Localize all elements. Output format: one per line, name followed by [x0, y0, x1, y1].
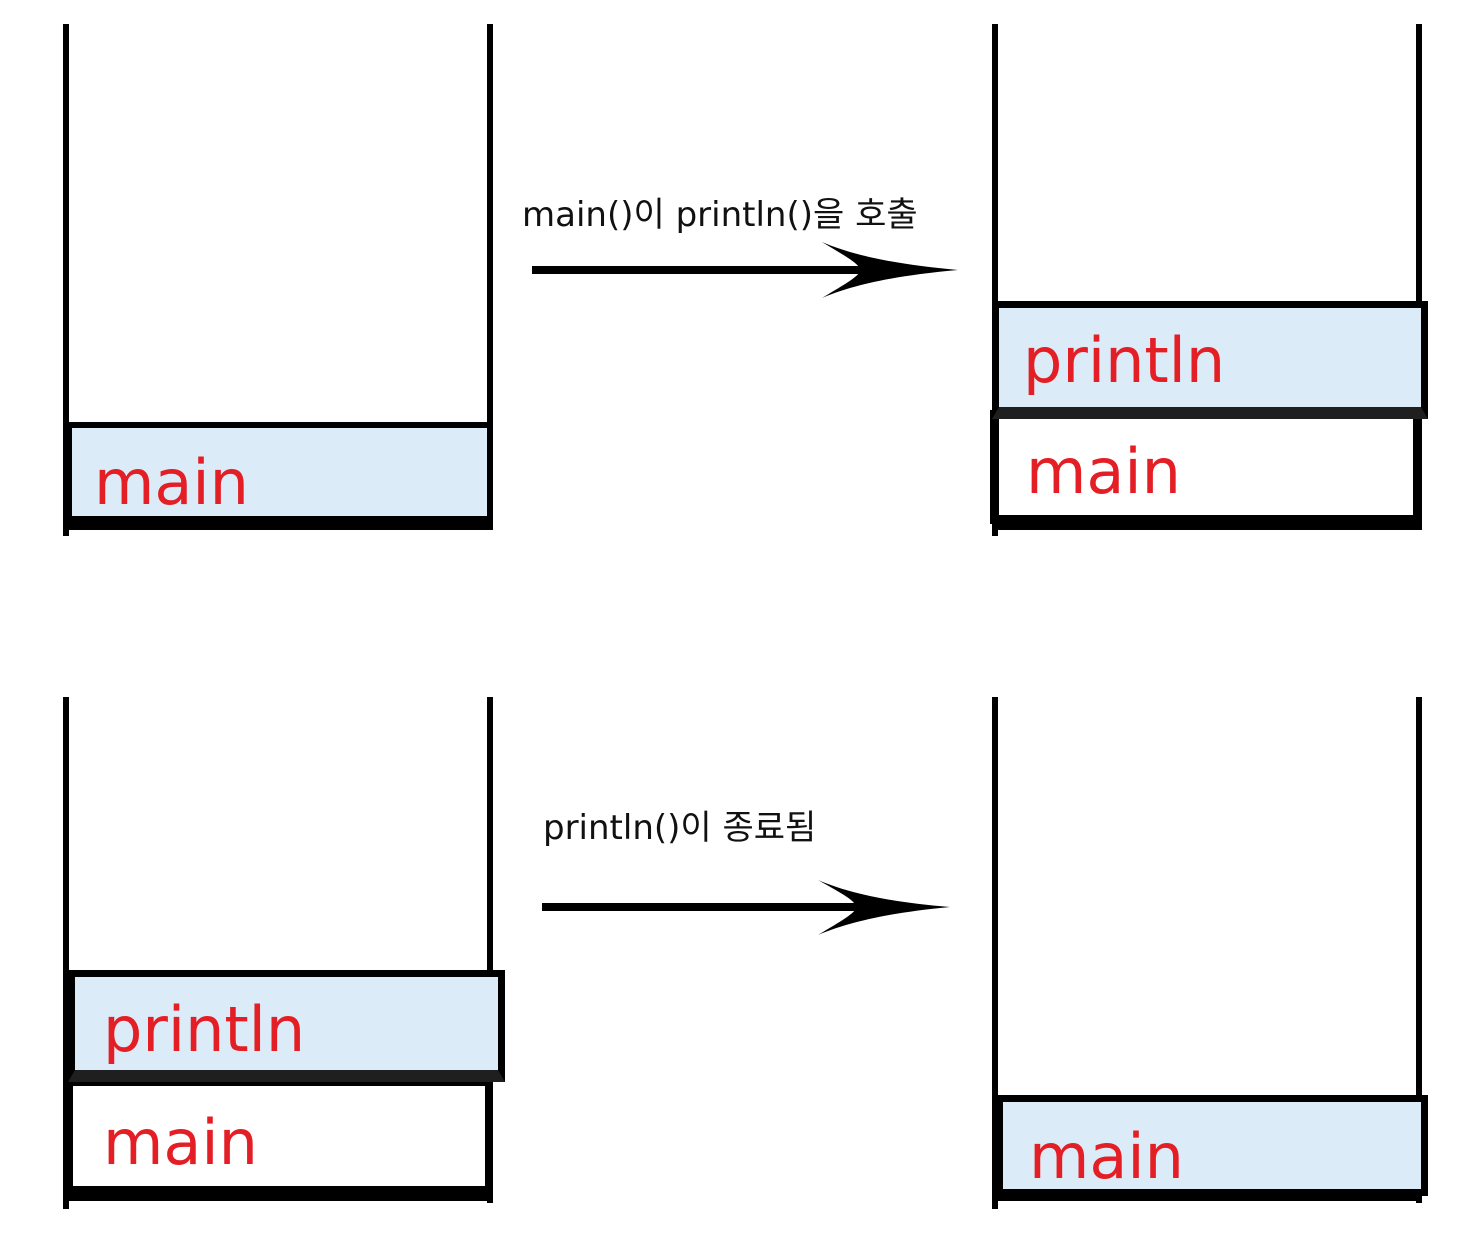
stack-right-wall: [487, 697, 493, 1203]
stack-frame-main: main: [996, 1095, 1428, 1196]
stack-floor: [992, 520, 1422, 530]
right-arrow-icon: [532, 242, 958, 298]
frame-label: println: [1023, 324, 1226, 397]
stack-right-wall: [1416, 697, 1422, 1203]
stack-left-wall: [63, 697, 69, 1209]
frame-label: main: [94, 446, 249, 519]
stack-right-wall: [1416, 24, 1422, 530]
stack-floor: [63, 1190, 493, 1201]
stack-frame-main: main: [990, 410, 1422, 524]
frame-label: main: [103, 1106, 258, 1179]
stack-right-wall: [487, 24, 493, 530]
frame-label: println: [103, 993, 306, 1066]
stack-left-wall: [992, 24, 998, 536]
frame-label: main: [1029, 1120, 1184, 1193]
stack-left-wall: [63, 24, 69, 536]
transition-caption: main()이 println()을 호출: [522, 195, 918, 235]
frame-label: main: [1026, 435, 1181, 508]
transition-caption: println()이 종료됨: [543, 808, 817, 848]
right-arrow-icon: [542, 880, 950, 935]
stack-frame-println: println: [992, 301, 1428, 419]
stack-floor: [63, 520, 493, 530]
stack-frame-main: main: [65, 1078, 493, 1194]
stack-frame-println: println: [68, 970, 505, 1082]
stack-left-wall: [992, 697, 998, 1209]
stack-frame-main: main: [66, 422, 493, 522]
